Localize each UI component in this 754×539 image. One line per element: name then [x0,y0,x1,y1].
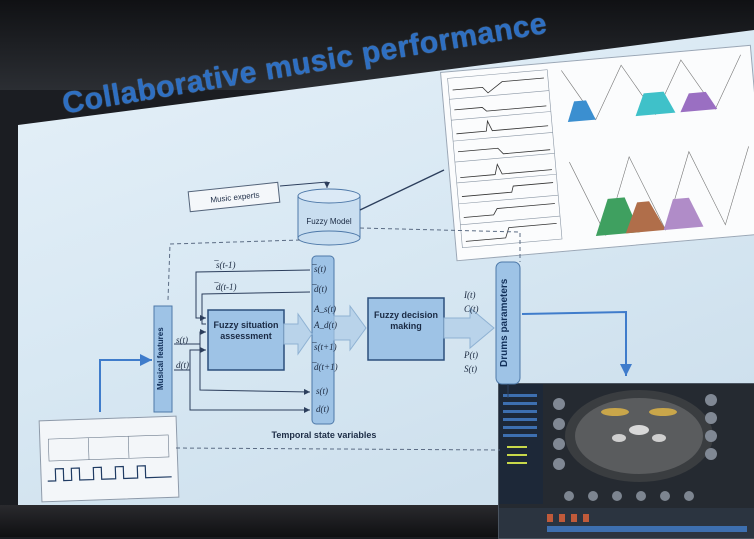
symbol-sbar-prev: ̅s(t-1) [216,260,236,270]
params-to-drums-arrow [521,310,632,376]
temporal-symbol-7: s(t) [316,386,328,396]
d-forward-line [189,370,310,413]
output-symbol-s: S(t) [464,364,477,374]
fuzzy-model-cylinder [297,188,361,246]
temporal-state-label: Temporal state variables [271,430,377,440]
drums-parameters-label: Drums parameters [499,278,510,368]
output-symbol-c: C(t) [464,304,479,314]
block-arrow-2 [333,304,367,352]
fuzzy-decision-making-box [367,297,445,361]
block-arrow-1 [283,312,313,356]
output-symbol-i: I(t) [464,290,476,300]
fuzzy-model-label: Fuzzy Model [306,217,352,226]
score-notation-image [38,415,180,503]
temporal-state-box [311,255,335,425]
model-to-plots-line [359,169,445,211]
block-arrow-3 [443,306,495,350]
dbar-prev-line [201,291,311,325]
dashed-bottom-line [175,447,501,451]
symbol-d: d(t) [176,360,189,370]
dashed-model-line [359,227,521,262]
fuzzy-membership-plots [440,44,754,262]
temporal-symbol-1: ̅s(t) [314,264,326,274]
temporal-symbol-4: A_d(t) [314,320,337,330]
musical-features-box [153,305,173,413]
temporal-symbol-3: A_s(t) [314,304,336,314]
musical-features-label: Musical features [156,327,165,391]
fuzzy-situation-assessment-box [207,309,285,371]
fuzzy-situation-label: Fuzzy situation assessment [213,320,279,341]
score-graphic [47,434,172,482]
symbol-s: s(t) [176,335,188,345]
output-symbol-p: P(t) [464,350,478,360]
sbar-prev-line [195,269,311,321]
dashed-left-line [167,239,301,301]
temporal-symbol-2: ̅d(t) [314,284,327,294]
s-line [174,329,206,345]
temporal-symbol-6: ̅d(t+1) [314,362,338,372]
drum-kit-graphic [499,384,754,538]
music-experts-box [187,181,281,213]
temporal-symbol-8: d(t) [316,404,329,414]
fuzzy-decision-label: Fuzzy decision making [373,310,438,331]
score-to-features-arrow [99,354,152,412]
symbol-dbar-prev: ̅d(t-1) [216,282,237,292]
experts-to-model-arrow [279,181,330,188]
s-forward-line [199,344,311,395]
temporal-symbol-5: ̅s(t+1) [314,342,337,352]
drum-software-screenshot [498,383,754,539]
membership-plots-graphic [447,54,749,249]
d-line [174,347,206,371]
